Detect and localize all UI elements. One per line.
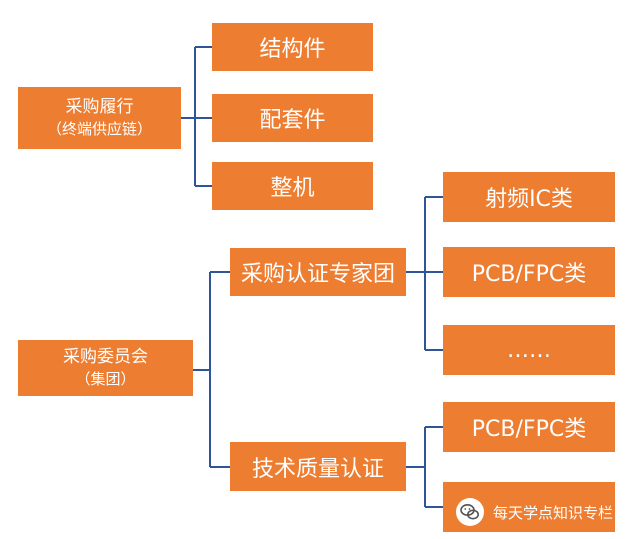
watermark: 每天学点知识专栏 <box>455 497 613 527</box>
pcb-fpc-node-2: PCB/FPC类 <box>443 402 615 452</box>
pcb-fpc-node-1: PCB/FPC类 <box>443 247 615 297</box>
purchase-fulfillment-subtitle: （终端供应链） <box>46 120 152 138</box>
purchase-committee-title: 采购委员会 <box>63 347 148 367</box>
wechat-icon <box>456 498 484 526</box>
purchase-committee-subtitle: （集团） <box>75 370 136 388</box>
purchase-fulfillment-title: 采购履行 <box>65 97 134 117</box>
watermark-text: 每天学点知识专栏 <box>493 503 614 522</box>
accessory-parts-node: 配套件 <box>212 94 373 142</box>
complete-machine-node: 整机 <box>212 162 373 210</box>
purchase-committee-node: 采购委员会 （集团） <box>18 340 193 396</box>
ellipsis-node: …… <box>443 325 615 375</box>
tech-quality-node: 技术质量认证 <box>230 442 406 491</box>
expert-group-node: 采购认证专家团 <box>230 248 406 296</box>
rf-ic-node: 射频IC类 <box>443 172 615 222</box>
structural-parts-node: 结构件 <box>212 23 373 71</box>
purchase-fulfillment-node: 采购履行 （终端供应链） <box>18 87 181 149</box>
